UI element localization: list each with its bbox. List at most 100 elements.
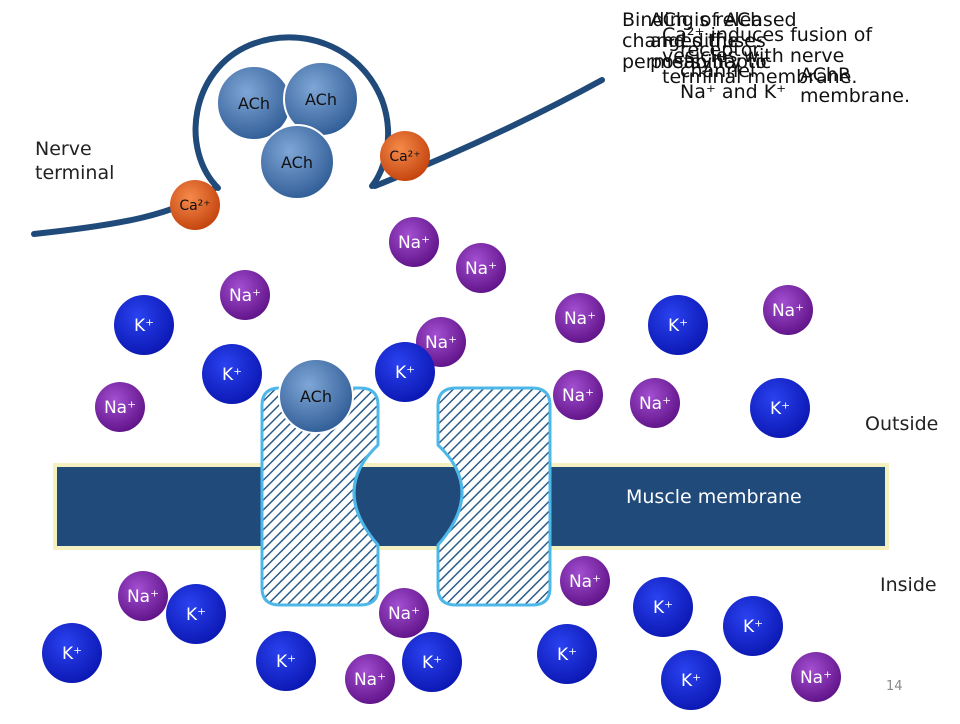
na-circle xyxy=(220,270,270,320)
na-molecule: Na⁺ xyxy=(763,285,813,335)
k-circle xyxy=(402,632,462,692)
na-circle xyxy=(345,654,395,704)
na-label: Na⁺ xyxy=(229,286,261,306)
k-circle xyxy=(202,344,262,404)
k-molecule: K⁺ xyxy=(375,342,435,402)
caption-line: channel xyxy=(680,60,756,82)
na-label: Na⁺ xyxy=(425,333,457,353)
ca-molecule: Ca²⁺ xyxy=(380,131,430,181)
ca-label: Ca²⁺ xyxy=(179,198,210,214)
na-molecule: Na⁺ xyxy=(560,556,610,606)
k-molecule: K⁺ xyxy=(648,295,708,355)
na-label: Na⁺ xyxy=(569,572,601,592)
na-label: Na⁺ xyxy=(354,670,386,690)
na-circle xyxy=(118,571,168,621)
k-circle xyxy=(661,650,721,710)
na-circle xyxy=(456,243,506,293)
nerve-terminal-label-line1: Nerve xyxy=(35,138,92,160)
k-molecule: K⁺ xyxy=(537,624,597,684)
k-label: K⁺ xyxy=(62,644,82,664)
na-label: Na⁺ xyxy=(800,668,832,688)
k-molecule: K⁺ xyxy=(256,631,316,691)
k-label: K⁺ xyxy=(422,653,442,673)
k-label: K⁺ xyxy=(134,316,154,336)
muscle-membrane-label: Muscle membrane xyxy=(626,486,802,508)
k-circle xyxy=(750,378,810,438)
na-molecule: Na⁺ xyxy=(345,654,395,704)
caption-line: Ca²⁺ induces fusion of xyxy=(662,24,873,46)
caption-line: Na⁺ and K⁺ xyxy=(680,81,787,103)
na-molecule: Na⁺ xyxy=(95,382,145,432)
ach-label: ACh xyxy=(281,153,313,172)
caption-line: postsynaptic xyxy=(650,51,772,73)
na-circle xyxy=(95,382,145,432)
na-molecule: Na⁺ xyxy=(389,217,439,267)
na-label: Na⁺ xyxy=(639,394,671,414)
k-label: K⁺ xyxy=(186,605,206,625)
k-circle xyxy=(723,596,783,656)
k-label: K⁺ xyxy=(770,399,790,419)
caption-line: AChR xyxy=(800,64,852,86)
k-molecule: K⁺ xyxy=(750,378,810,438)
k-molecule: K⁺ xyxy=(402,632,462,692)
na-circle xyxy=(379,588,429,638)
caption-line: membrane. xyxy=(800,85,910,107)
na-circle xyxy=(763,285,813,335)
nerve-terminal-label: Nerve terminal xyxy=(35,137,114,185)
na-circle xyxy=(630,378,680,428)
k-molecule: K⁺ xyxy=(42,623,102,683)
k-circle xyxy=(375,342,435,402)
inside-label: Inside xyxy=(880,574,937,596)
achr-channel-right xyxy=(436,386,552,607)
na-molecule: Na⁺ xyxy=(553,370,603,420)
na-molecule: Na⁺ xyxy=(456,243,506,293)
k-circle xyxy=(256,631,316,691)
k-molecule: K⁺ xyxy=(114,295,174,355)
k-molecule: K⁺ xyxy=(202,344,262,404)
k-label: K⁺ xyxy=(681,671,701,691)
na-circle xyxy=(389,217,439,267)
ca-circle xyxy=(170,180,220,230)
k-label: K⁺ xyxy=(395,363,415,383)
ach-label: ACh xyxy=(238,94,270,113)
na-label: Na⁺ xyxy=(562,386,594,406)
k-label: K⁺ xyxy=(276,652,296,672)
k-label: K⁺ xyxy=(653,598,673,618)
ach-molecule: ACh xyxy=(259,124,335,200)
page-number: 14 xyxy=(886,679,903,694)
k-circle xyxy=(42,623,102,683)
k-circle xyxy=(166,584,226,644)
k-molecule: K⁺ xyxy=(166,584,226,644)
caption-line: changes the xyxy=(622,30,740,52)
ca-circle xyxy=(380,131,430,181)
caption-line: receptor xyxy=(680,39,761,61)
caption-line: permeability to xyxy=(622,51,767,73)
k-molecule: K⁺ xyxy=(633,577,693,637)
na-molecule: Na⁺ xyxy=(379,588,429,638)
ach-circle xyxy=(278,358,354,434)
ach-circle xyxy=(259,124,335,200)
na-label: Na⁺ xyxy=(104,398,136,418)
na-label: Na⁺ xyxy=(772,301,804,321)
caption-line: vesicles with nerve xyxy=(662,45,845,67)
k-circle xyxy=(114,295,174,355)
ca-molecule: Ca²⁺ xyxy=(170,180,220,230)
outside-label: Outside xyxy=(865,413,939,435)
na-molecule: Na⁺ xyxy=(630,378,680,428)
caption-line: terminal membrane. xyxy=(662,66,858,88)
k-molecule: K⁺ xyxy=(723,596,783,656)
ach-label: ACh xyxy=(300,387,332,406)
caption-line: and diffuses xyxy=(650,30,766,52)
na-molecule: Na⁺ xyxy=(791,652,841,702)
na-label: Na⁺ xyxy=(564,309,596,329)
na-molecule: Na⁺ xyxy=(220,270,270,320)
k-circle xyxy=(648,295,708,355)
na-circle xyxy=(553,370,603,420)
